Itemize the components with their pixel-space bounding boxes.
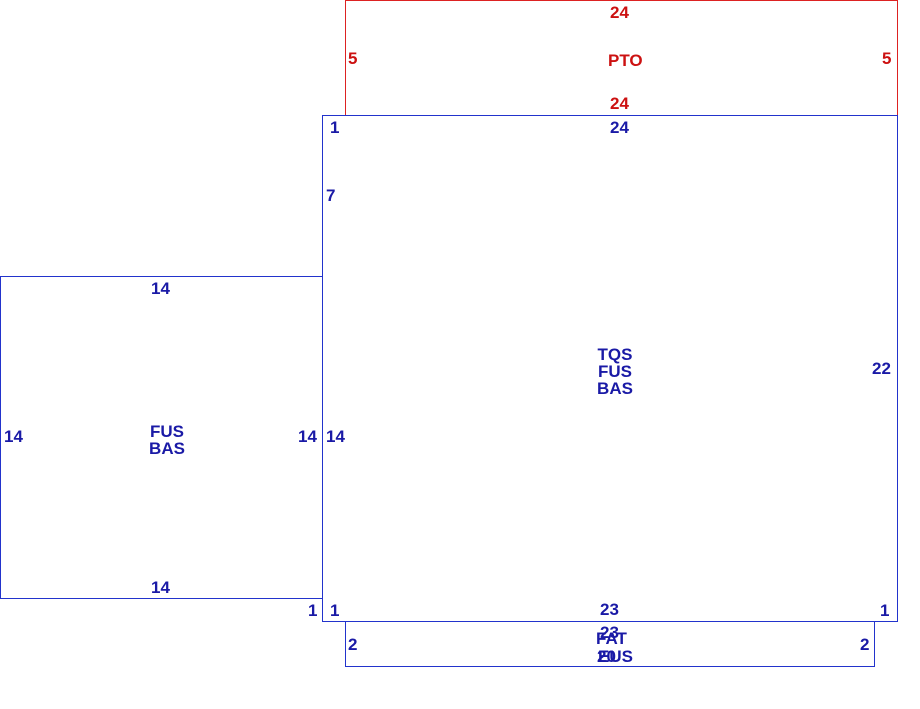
left-label-line-2: BAS xyxy=(149,439,185,458)
bottom-left-dimension: 2 xyxy=(348,635,358,654)
left-area-label: FUS BAS xyxy=(142,423,192,457)
left-right-dimension: 14 xyxy=(298,427,317,446)
bottom-right-dimension: 2 xyxy=(860,635,870,654)
pto-bottom-dimension: 24 xyxy=(610,94,629,113)
left-top-dimension: 14 xyxy=(151,279,170,298)
pto-top-dimension: 24 xyxy=(610,3,629,22)
pto-label: PTO xyxy=(608,51,643,70)
pto-right-dimension: 5 xyxy=(882,49,892,68)
bottom-overlap-dimension-1: 23 xyxy=(600,623,619,642)
bottom-area-label-1: FAT xyxy=(596,629,627,648)
main-label-line-2: FUS xyxy=(598,362,632,381)
main-top-dimension: 24 xyxy=(610,118,629,137)
main-corner-bottom-left: 1 xyxy=(330,601,340,620)
main-left-lower-dimension: 14 xyxy=(326,427,345,446)
bottom-area-outline xyxy=(345,621,875,667)
left-bottom-dimension: 14 xyxy=(151,578,170,597)
bottom-area-label-2: EUS xyxy=(598,647,633,666)
main-label-line-3: BAS xyxy=(597,379,633,398)
left-left-dimension: 14 xyxy=(4,427,23,446)
main-label-line-1: TQS xyxy=(597,345,633,364)
bottom-overlap-dimension-2: 20 xyxy=(597,647,616,666)
main-corner-top-left: 1 xyxy=(330,118,340,137)
main-area-label: TQS FUS BAS xyxy=(590,346,640,397)
main-right-dimension: 22 xyxy=(872,359,891,378)
main-bottom-dimension: 23 xyxy=(600,600,619,619)
left-label-line-1: FUS xyxy=(150,422,184,441)
main-corner-bottom-right: 1 xyxy=(880,601,890,620)
left-area-outline xyxy=(0,276,323,599)
left-corner-bottom-right: 1 xyxy=(308,601,318,620)
pto-left-dimension: 5 xyxy=(348,49,358,68)
main-left-upper-dimension: 7 xyxy=(326,186,336,205)
